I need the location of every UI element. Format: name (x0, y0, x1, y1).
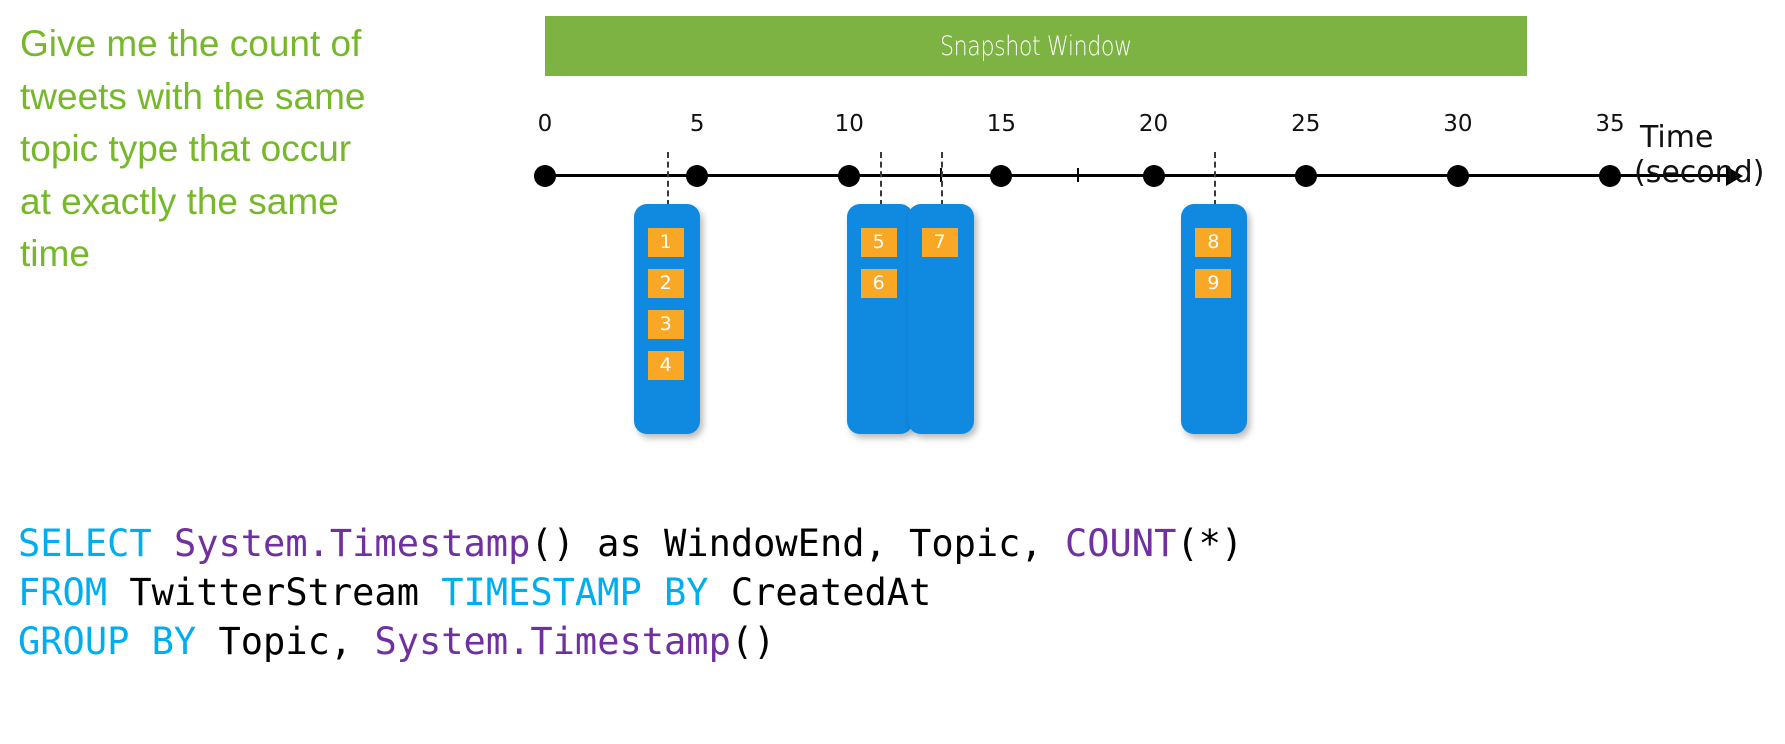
axis-caption-unit: (second) (1634, 155, 1765, 190)
event-badge[interactable]: 8 (1195, 228, 1232, 257)
sql-token: () (730, 619, 776, 663)
event-badge[interactable]: 3 (647, 310, 684, 339)
dashed-connector (879, 152, 882, 206)
dashed-connector (1214, 152, 1217, 206)
sql-token: TwitterStream (107, 570, 442, 614)
axis-tick-dot (1142, 165, 1165, 187)
sql-line: GROUP BY Topic, System.Timestamp() (18, 618, 1243, 667)
dashed-connector (666, 152, 669, 206)
axis-tick-dot (1599, 165, 1621, 187)
axis-caption-time: Time (1640, 120, 1714, 155)
sql-token: Topic, (196, 619, 375, 663)
sql-token: TIMESTAMP BY (441, 570, 709, 614)
axis-tick-dot (534, 165, 556, 187)
sql-token: System.Timestamp (173, 522, 531, 565)
axis-tick-dot (1294, 165, 1317, 187)
sql-token (152, 522, 174, 565)
axis-tick-label: 25 (1291, 111, 1321, 137)
sql-token: FROM (18, 570, 108, 614)
axis-tick-label: 0 (537, 111, 553, 137)
axis-tick-dot (686, 165, 709, 187)
event-group-box[interactable]: 7 (907, 204, 974, 434)
event-badge[interactable]: 2 (647, 269, 684, 298)
axis-tick-label: 10 (834, 111, 864, 137)
axis-tick-label: 5 (689, 111, 705, 137)
sql-token: COUNT (1064, 522, 1177, 565)
sql-token: CreatedAt (708, 570, 932, 614)
axis-tick-dot (990, 165, 1013, 187)
question-prompt: Give me the count of tweets with the sam… (20, 23, 366, 275)
event-badge[interactable]: 1 (647, 228, 684, 257)
sql-token: GROUP BY (18, 619, 197, 663)
axis-tick-label: 20 (1138, 111, 1169, 137)
sql-line: SELECT System.Timestamp() as WindowEnd, … (18, 520, 1243, 569)
time-axis-line (545, 174, 1730, 177)
event-badge[interactable]: 9 (1195, 269, 1232, 298)
sql-token: (*) (1176, 522, 1244, 565)
sql-token: SELECT (18, 522, 152, 565)
axis-tick-dot (838, 165, 861, 187)
event-group-box[interactable]: 1 2 3 4 (633, 204, 700, 434)
axis-tick-label: 15 (986, 111, 1017, 137)
sql-token: () as WindowEnd, Topic, (530, 522, 1065, 565)
event-badge[interactable]: 7 (921, 228, 958, 257)
axis-tick-label: 30 (1443, 111, 1473, 137)
sql-token: System.Timestamp (374, 619, 731, 663)
sql-line: FROM TwitterStream TIMESTAMP BY CreatedA… (18, 569, 1243, 618)
axis-tick-label: 35 (1595, 111, 1625, 137)
axis-minor-tick (1076, 168, 1079, 182)
snapshot-window-label: Snapshot Window (940, 30, 1132, 62)
event-badge[interactable]: 4 (647, 351, 684, 380)
snapshot-window-banner: Snapshot Window (545, 16, 1527, 76)
event-badge[interactable]: 6 (860, 269, 897, 298)
sql-query-block: SELECT System.Timestamp() as WindowEnd, … (18, 520, 1243, 666)
time-axis-arrow-icon (1726, 166, 1743, 186)
axis-tick-dot (1446, 165, 1469, 187)
dashed-connector (940, 152, 943, 206)
event-badge[interactable]: 5 (860, 228, 897, 257)
